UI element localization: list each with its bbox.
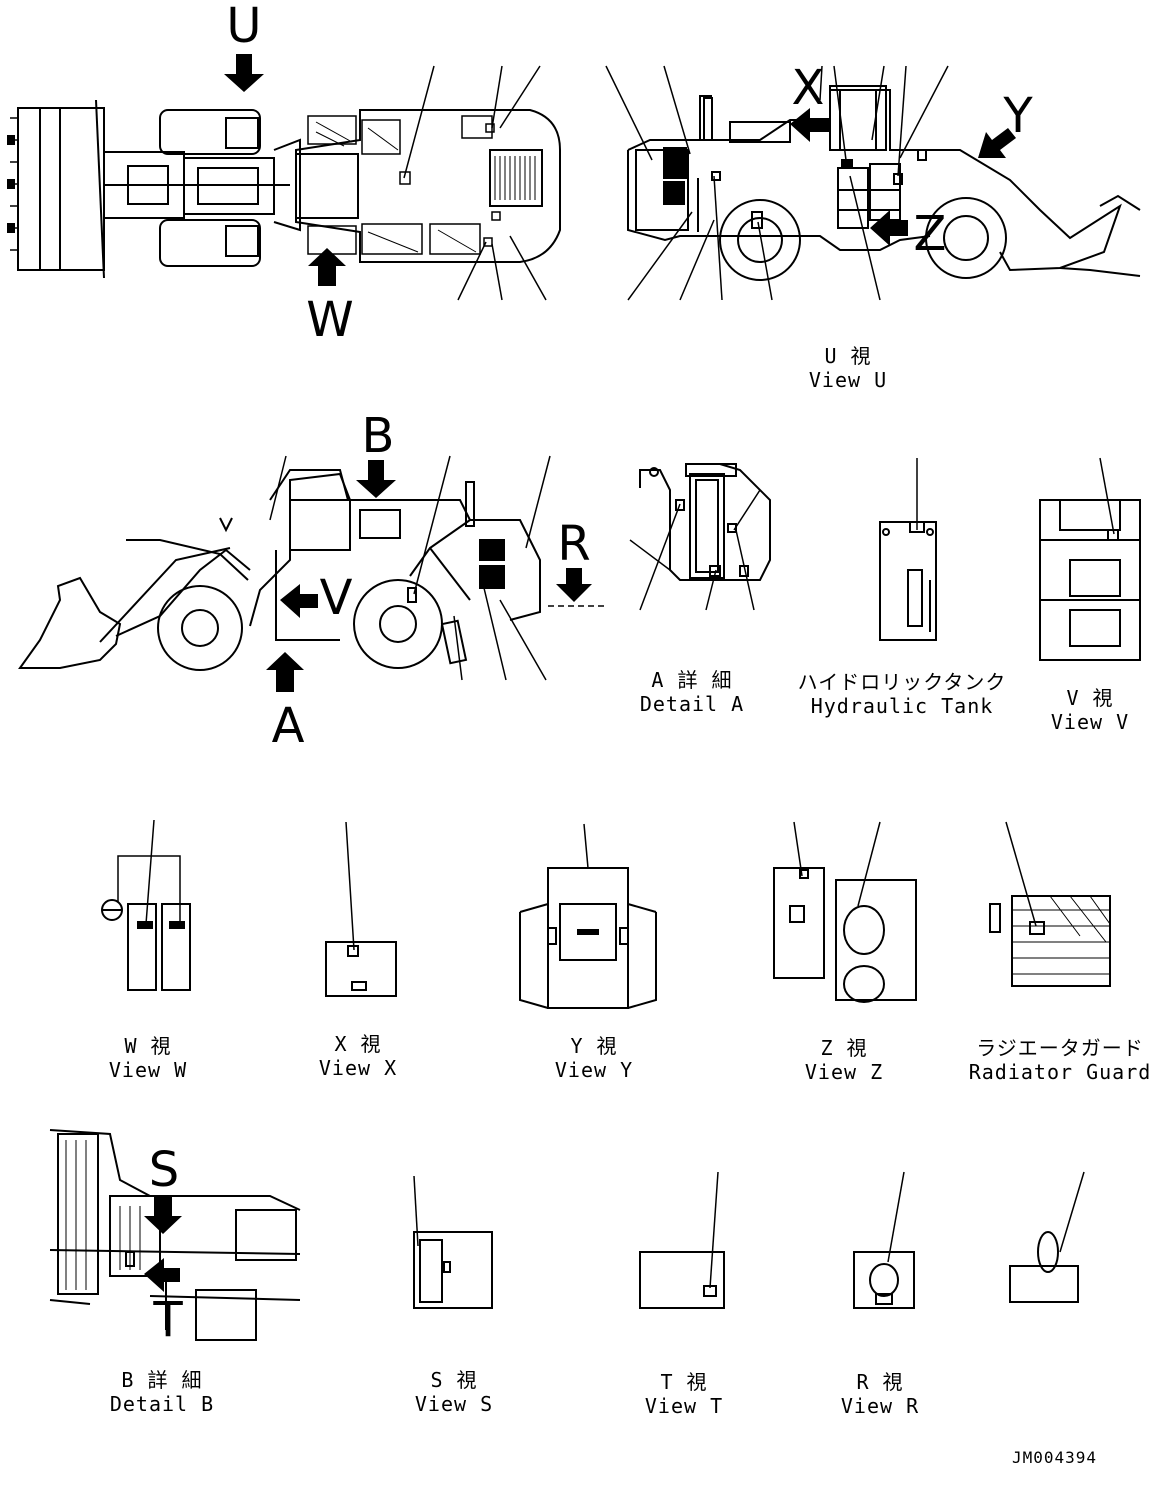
view-v-drawing — [1039, 457, 1141, 661]
letter-y: Y — [1003, 88, 1033, 144]
letter-v: V — [319, 570, 353, 626]
view-t-drawing — [639, 1171, 725, 1309]
view-w-drawing — [101, 819, 191, 991]
arrow-a-icon — [266, 652, 304, 692]
view-u-loader — [605, 65, 1141, 301]
arrow-v-icon — [280, 584, 318, 618]
detail-a-drawing — [629, 463, 771, 611]
view-y-drawing — [519, 823, 657, 1009]
arrow-b-icon — [356, 460, 396, 498]
arrow-r-icon — [556, 568, 592, 602]
letter-w: W — [306, 292, 354, 348]
arrow-w-icon — [308, 248, 346, 286]
arrow-s-icon — [144, 1196, 182, 1234]
letter-b: B — [361, 408, 395, 464]
side-view-loader — [18, 455, 604, 681]
arrow-u-icon — [224, 54, 264, 92]
letter-z: Z — [913, 206, 947, 262]
letter-r: R — [557, 516, 591, 572]
arrow-y-icon — [978, 128, 1016, 158]
letter-t: T — [153, 1292, 183, 1348]
view-s-drawing — [413, 1175, 493, 1309]
tag-drawing — [1009, 1171, 1085, 1303]
letter-a: A — [271, 698, 305, 754]
hydraulic-tank-drawing — [879, 458, 937, 641]
drawing-code: JM004394 — [1011, 1448, 1097, 1467]
arrow-x-icon — [790, 108, 830, 142]
arrow-z-icon — [870, 210, 908, 246]
arrow-t-icon — [144, 1258, 180, 1292]
letter-x: X — [791, 60, 825, 116]
letter-s: S — [148, 1142, 180, 1198]
view-x-drawing — [325, 821, 397, 997]
view-z-drawing — [773, 821, 917, 1003]
detail-b-drawing — [49, 1129, 301, 1341]
letter-u: U — [226, 0, 262, 54]
view-r-drawing — [853, 1171, 915, 1309]
top-view-loader — [7, 65, 561, 301]
radiator-guard-drawing — [989, 821, 1111, 987]
